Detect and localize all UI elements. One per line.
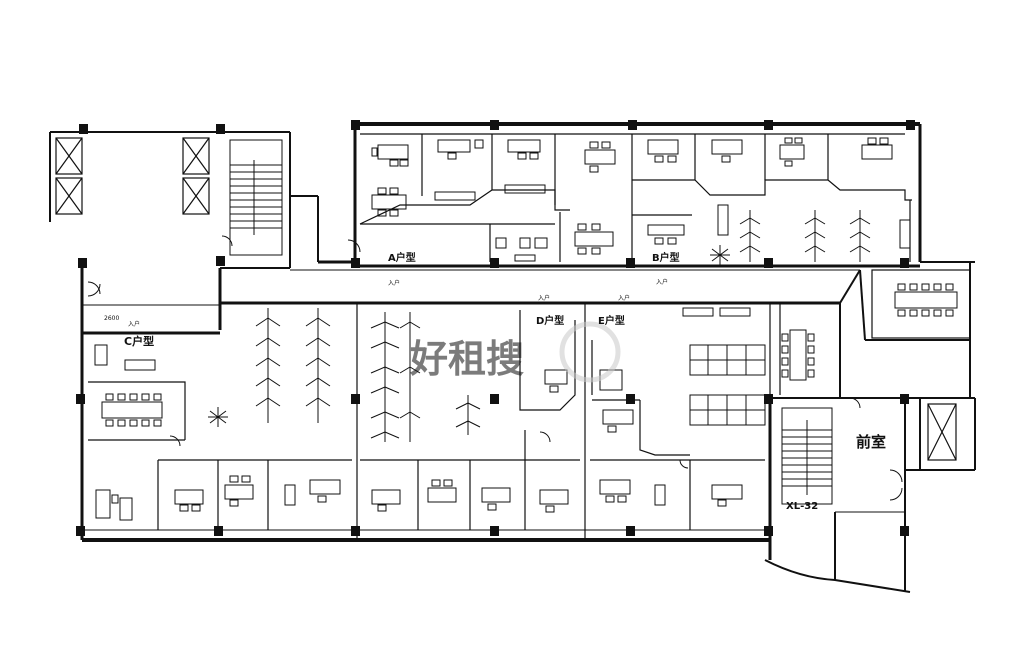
stairwell-upper [229, 139, 283, 256]
private-office-desks [371, 137, 911, 262]
plant-icon [208, 245, 730, 427]
unit-d-label: D户型 [536, 314, 564, 327]
unit-c-label: C户型 [124, 334, 154, 348]
interior-partitions [88, 133, 971, 540]
watermark-text: 好租搜 [409, 337, 524, 381]
stair-label: XL-32 [786, 501, 818, 512]
entry-label-a: 入户 [388, 279, 400, 287]
entry-label-c: 入户 [128, 320, 140, 328]
elevator-shafts [55, 137, 957, 461]
unit-a-label: A户型 [388, 251, 416, 264]
structural-columns [76, 120, 915, 536]
entry-label-d: 入户 [538, 294, 550, 302]
unit-b-label: B户型 [652, 251, 680, 264]
dimension-label: 2600 [104, 315, 119, 322]
doors [87, 235, 903, 501]
lobby-label: 前室 [856, 433, 886, 451]
stairwell-lower [781, 407, 833, 505]
unit-e-label: E户型 [598, 314, 625, 327]
lower-office-desks [94, 344, 743, 521]
entry-label-e: 入户 [618, 294, 630, 302]
watermark: 好租搜 [409, 321, 621, 383]
conference-tables [101, 283, 958, 427]
entry-label-b: 入户 [656, 278, 668, 286]
workstation-clusters [255, 210, 871, 442]
